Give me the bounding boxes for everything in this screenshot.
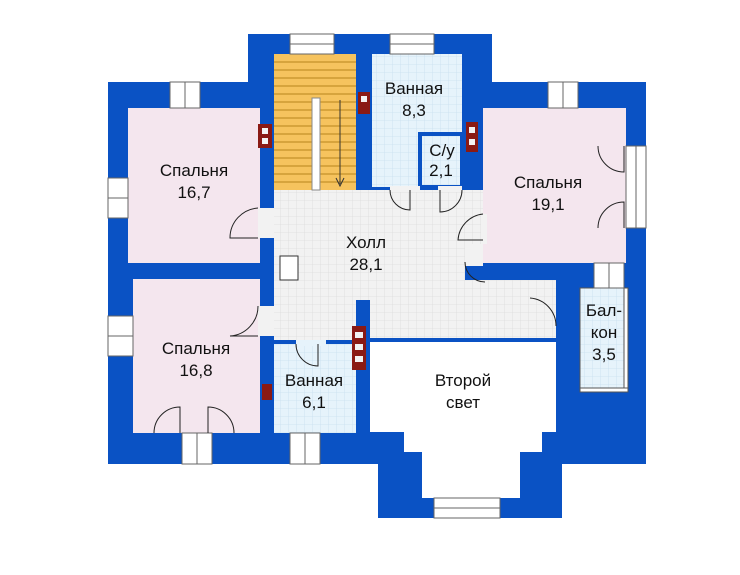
door-opening — [390, 186, 420, 192]
room-name: Второй — [435, 371, 491, 390]
room-area: 16,8 — [179, 361, 212, 380]
door-opening — [465, 244, 483, 266]
door-swing — [597, 145, 625, 173]
stair-direction-arrow-icon — [335, 100, 345, 188]
door-opening — [481, 214, 487, 244]
doors — [153, 145, 625, 434]
door-swing — [464, 261, 486, 283]
door-swing — [597, 201, 625, 229]
room-name: Спальня — [160, 161, 228, 180]
door-swing — [457, 213, 484, 241]
door-swing — [153, 406, 181, 434]
room-name: Холл — [346, 233, 386, 252]
room-name: свет — [446, 393, 480, 412]
room-area: 28,1 — [349, 255, 382, 274]
door-swing — [229, 207, 259, 239]
second-light-void — [370, 342, 556, 498]
door-swing — [389, 189, 411, 211]
room-name: С/у — [429, 141, 455, 160]
door-opening — [438, 186, 462, 192]
room-area: 2,1 — [429, 161, 453, 180]
room-name: Ванная — [285, 371, 343, 390]
door-opening — [258, 208, 274, 238]
hall-fixture — [279, 255, 299, 281]
room-area: 3,5 — [592, 345, 616, 364]
room-name: Спальня — [514, 173, 582, 192]
door-opening — [258, 306, 274, 336]
bedroom-right-floor — [483, 108, 626, 263]
door-swing — [229, 305, 259, 337]
window-sill-lines — [108, 43, 637, 509]
door-swing — [439, 189, 463, 213]
room-floors — [128, 54, 626, 498]
door-opening — [296, 340, 326, 346]
chimney-flues — [262, 96, 475, 362]
bedroom-bottom-left-floor — [133, 279, 260, 433]
wc-floor — [418, 132, 464, 189]
hall-floor — [274, 190, 556, 340]
room-labels: Спальня 16,7 Спальня 16,8 Ванная 8,3 С/у… — [160, 79, 622, 412]
room-area: 16,7 — [177, 183, 210, 202]
stair-handrail — [311, 97, 321, 191]
bedroom-top-left-floor — [128, 108, 260, 263]
room-name: Бал- — [586, 301, 622, 320]
bathroom-bottom-floor — [274, 344, 356, 433]
room-name: Спальня — [162, 339, 230, 358]
door-swing — [207, 406, 235, 434]
door-swing — [529, 297, 557, 327]
room-name: кон — [591, 323, 617, 342]
room-area: 6,1 — [302, 393, 326, 412]
room-area: 8,3 — [402, 101, 426, 120]
door-swing — [295, 343, 319, 367]
room-area: 19,1 — [531, 195, 564, 214]
room-name: Ванная — [385, 79, 443, 98]
